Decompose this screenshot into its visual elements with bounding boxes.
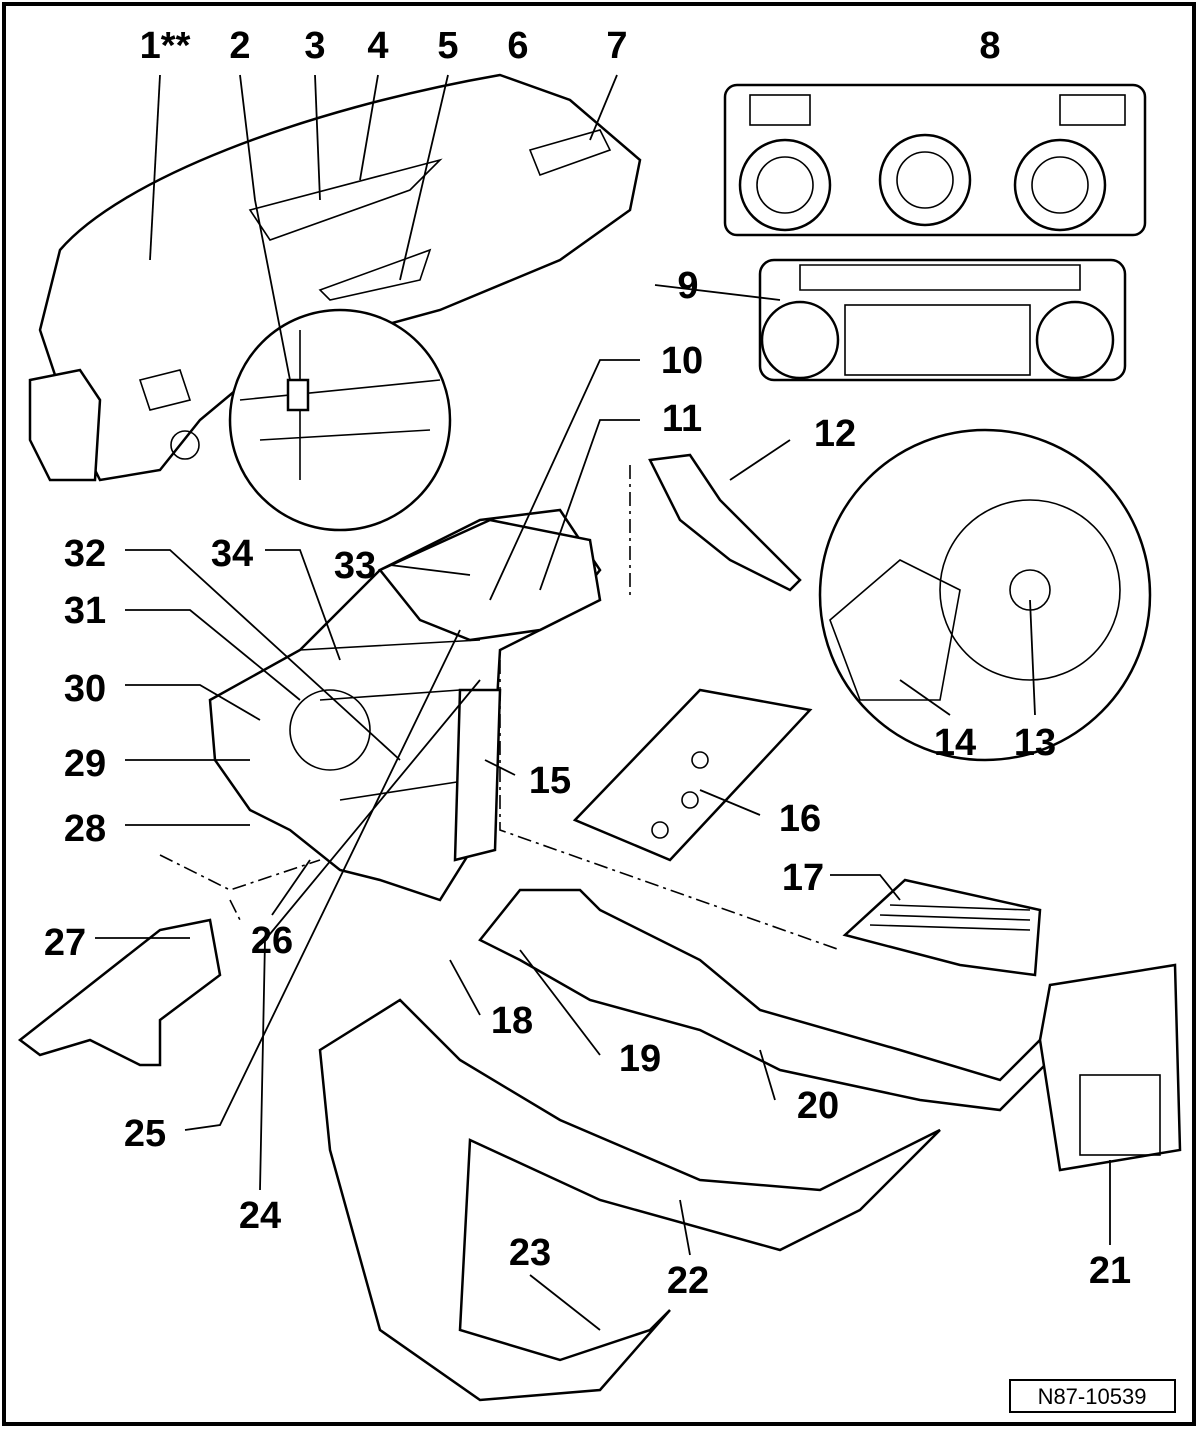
rear-vent-part <box>1038 963 1182 1172</box>
label-21: 21 <box>1089 1250 1131 1292</box>
label-25: 25 <box>124 1113 166 1155</box>
label-29: 29 <box>64 743 106 785</box>
label-4: 4 <box>367 25 388 67</box>
label-7: 7 <box>606 25 627 67</box>
label-18: 18 <box>491 1000 533 1042</box>
label-20: 20 <box>797 1085 839 1127</box>
label-13: 13 <box>1014 722 1056 764</box>
label-31: 31 <box>64 590 106 632</box>
label-1: 1** <box>140 25 191 67</box>
duct-part-12 <box>648 453 802 592</box>
reference-code: N87-10539 <box>1038 1384 1147 1409</box>
label-15: 15 <box>529 760 571 802</box>
label-27: 27 <box>44 922 86 964</box>
label-3: 3 <box>304 25 325 67</box>
duct-part-27 <box>17 918 222 1067</box>
assembly-line <box>159 465 841 951</box>
label-5: 5 <box>437 25 458 67</box>
label-19: 19 <box>619 1038 661 1080</box>
leader-lines <box>95 74 1111 1331</box>
climate-control-unit-part <box>758 258 1127 382</box>
label-2: 2 <box>229 25 250 67</box>
reference-code-box <box>1009 1379 1176 1413</box>
label-24: 24 <box>239 1195 281 1237</box>
cover-plate-part <box>572 688 813 862</box>
detail-circle-blower <box>818 428 1152 762</box>
label-6: 6 <box>507 25 528 67</box>
label-12: 12 <box>814 413 856 455</box>
heater-unit-part <box>208 508 602 902</box>
label-10: 10 <box>661 340 703 382</box>
detail-circle-sensor <box>228 308 452 532</box>
label-14: 14 <box>934 722 976 764</box>
label-28: 28 <box>64 808 106 850</box>
label-26: 26 <box>251 920 293 962</box>
label-16: 16 <box>779 798 821 840</box>
sensor-part <box>286 378 310 412</box>
label-34: 34 <box>211 533 253 575</box>
label-32: 32 <box>64 533 106 575</box>
climate-control-panel-part <box>723 83 1147 237</box>
label-30: 30 <box>64 668 106 710</box>
label-33: 33 <box>334 545 376 587</box>
label-9: 9 <box>677 265 698 307</box>
label-22: 22 <box>667 1260 709 1302</box>
label-17: 17 <box>782 857 824 899</box>
label-11: 11 <box>662 398 702 440</box>
label-23: 23 <box>509 1232 551 1274</box>
floor-duct-part <box>318 998 941 1402</box>
label-8: 8 <box>979 25 1000 67</box>
